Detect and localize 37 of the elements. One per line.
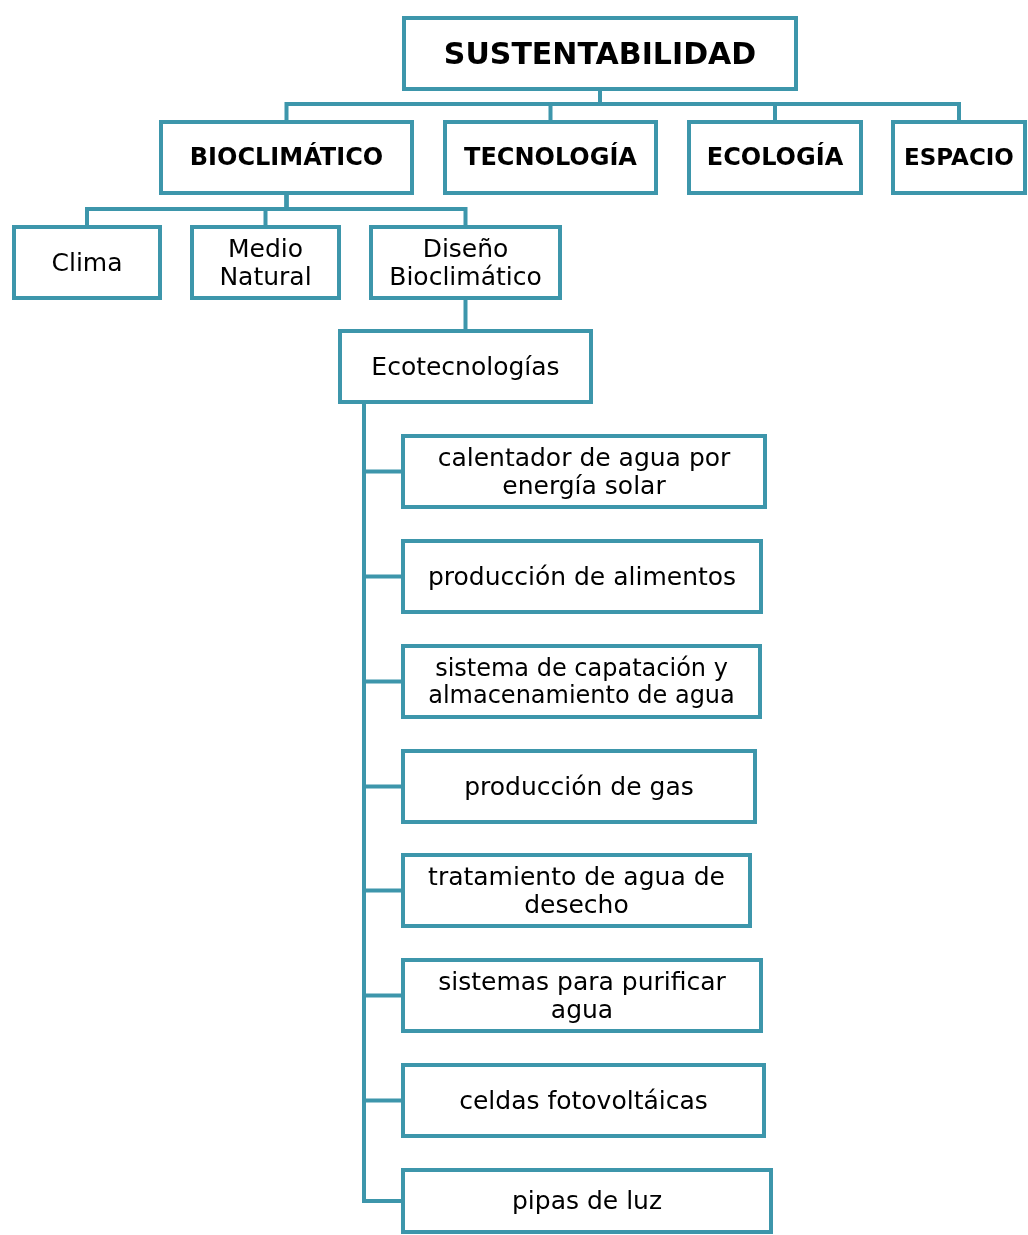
item-box <box>401 958 763 1033</box>
node-label: SUSTENTABILIDAD <box>443 36 757 71</box>
node-label: sistemas para purificar agua <box>437 967 727 1024</box>
item-box <box>401 1063 766 1138</box>
node-label: pipas de luz <box>511 1187 663 1215</box>
category-box <box>443 120 658 195</box>
item-box <box>401 644 762 719</box>
node-label: Clima <box>51 248 123 277</box>
node-label: producción de gas <box>464 772 694 801</box>
item-box <box>12 225 162 300</box>
category-box <box>687 120 863 195</box>
node-label: TECNOLOGÍA <box>464 144 637 171</box>
node-label: calentador de agua por energía solar <box>436 443 732 500</box>
title-box <box>402 16 798 91</box>
subcategory-box <box>338 329 593 404</box>
item-box <box>401 434 767 509</box>
node-label: ESPACIO <box>904 144 1014 171</box>
node-label: BIOCLIMÁTICO <box>189 144 384 171</box>
node-label: Medio Natural <box>218 234 313 291</box>
connector-line <box>284 195 468 225</box>
item-box <box>401 749 757 824</box>
node-label: ECOLOGÍA <box>706 144 844 171</box>
connector-line <box>463 300 468 329</box>
node-label: celdas fotovoltáicas <box>459 1086 708 1115</box>
connector-line <box>598 91 961 120</box>
node-label: tratamiento de agua de desecho <box>427 862 726 919</box>
node-label: Diseño Bioclimático <box>388 234 543 291</box>
item-box <box>401 539 763 614</box>
item-box <box>401 853 752 928</box>
item-box <box>401 1168 773 1234</box>
node-label: sistema de capatación y almacenamiento de agua <box>427 654 736 709</box>
item-box <box>369 225 562 300</box>
node-label: Ecotecnologías <box>371 352 560 381</box>
item-box <box>190 225 341 300</box>
category-box <box>891 120 1027 195</box>
category-box <box>159 120 414 195</box>
node-label: producción de alimentos <box>427 562 737 591</box>
